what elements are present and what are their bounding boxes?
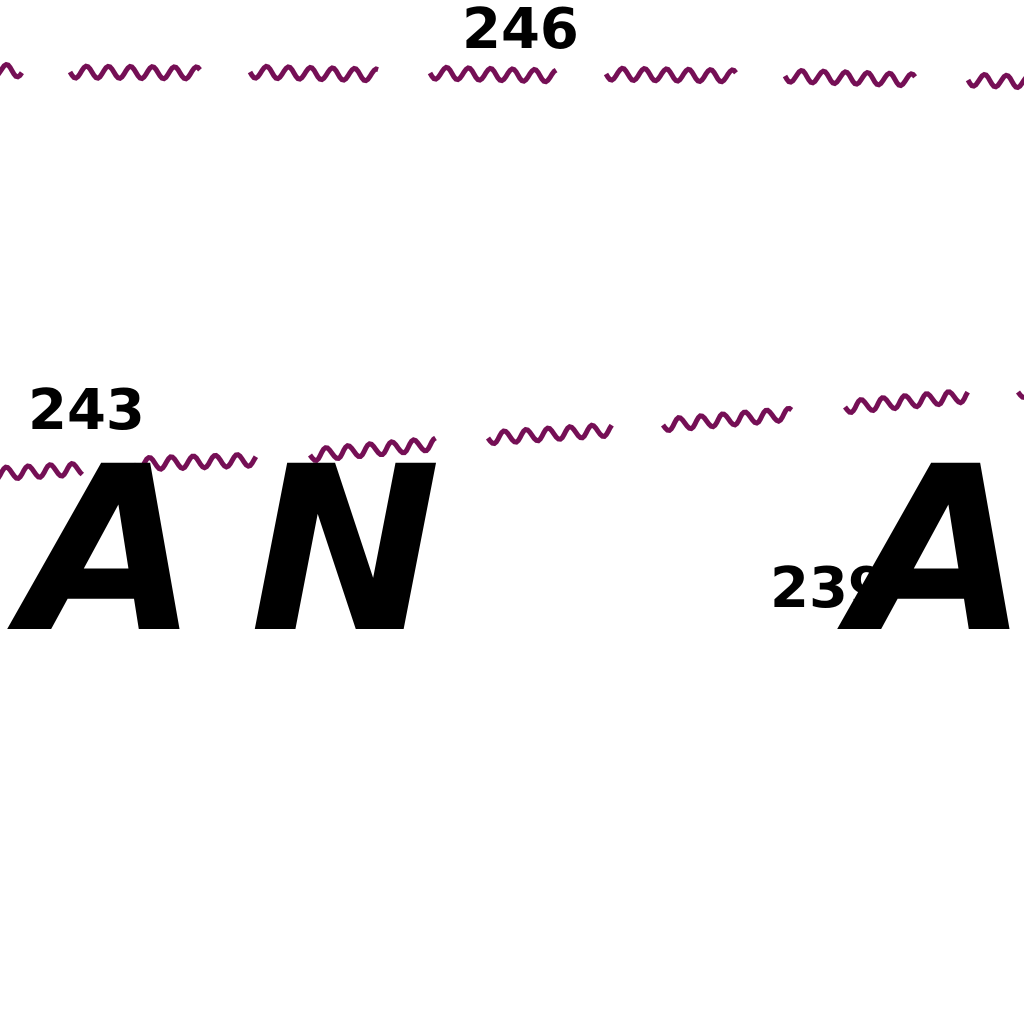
place-name-letter-a: A [22, 417, 199, 683]
contour-segment-lower-5 [843, 389, 970, 416]
contour-segment-upper-2 [247, 63, 379, 84]
contour-segment-upper-1 [67, 63, 202, 82]
contour-segment-lower-2 [307, 435, 437, 464]
place-name-letter-n: N [250, 417, 441, 683]
depth-sounding-239: 239 [770, 556, 887, 621]
contour-segment-upper-6 [965, 71, 1024, 91]
contour-segment-lower-3 [485, 422, 614, 447]
depth-sounding-246: 246 [462, 0, 579, 62]
contour-segment-upper-3 [427, 64, 558, 85]
contour-segment-upper-0 [0, 61, 24, 80]
contour-segment-lower-1 [130, 452, 259, 473]
contour-segment-upper-5 [782, 67, 918, 89]
contour-segment-upper-4 [603, 65, 738, 85]
contour-segment-lower-4 [660, 405, 794, 434]
depth-sounding-243: 243 [28, 378, 145, 443]
contour-segment-lower-0 [0, 460, 85, 482]
contour-segment-lower-6 [1015, 390, 1024, 400]
place-name-letter-a-2: A [852, 417, 1024, 683]
